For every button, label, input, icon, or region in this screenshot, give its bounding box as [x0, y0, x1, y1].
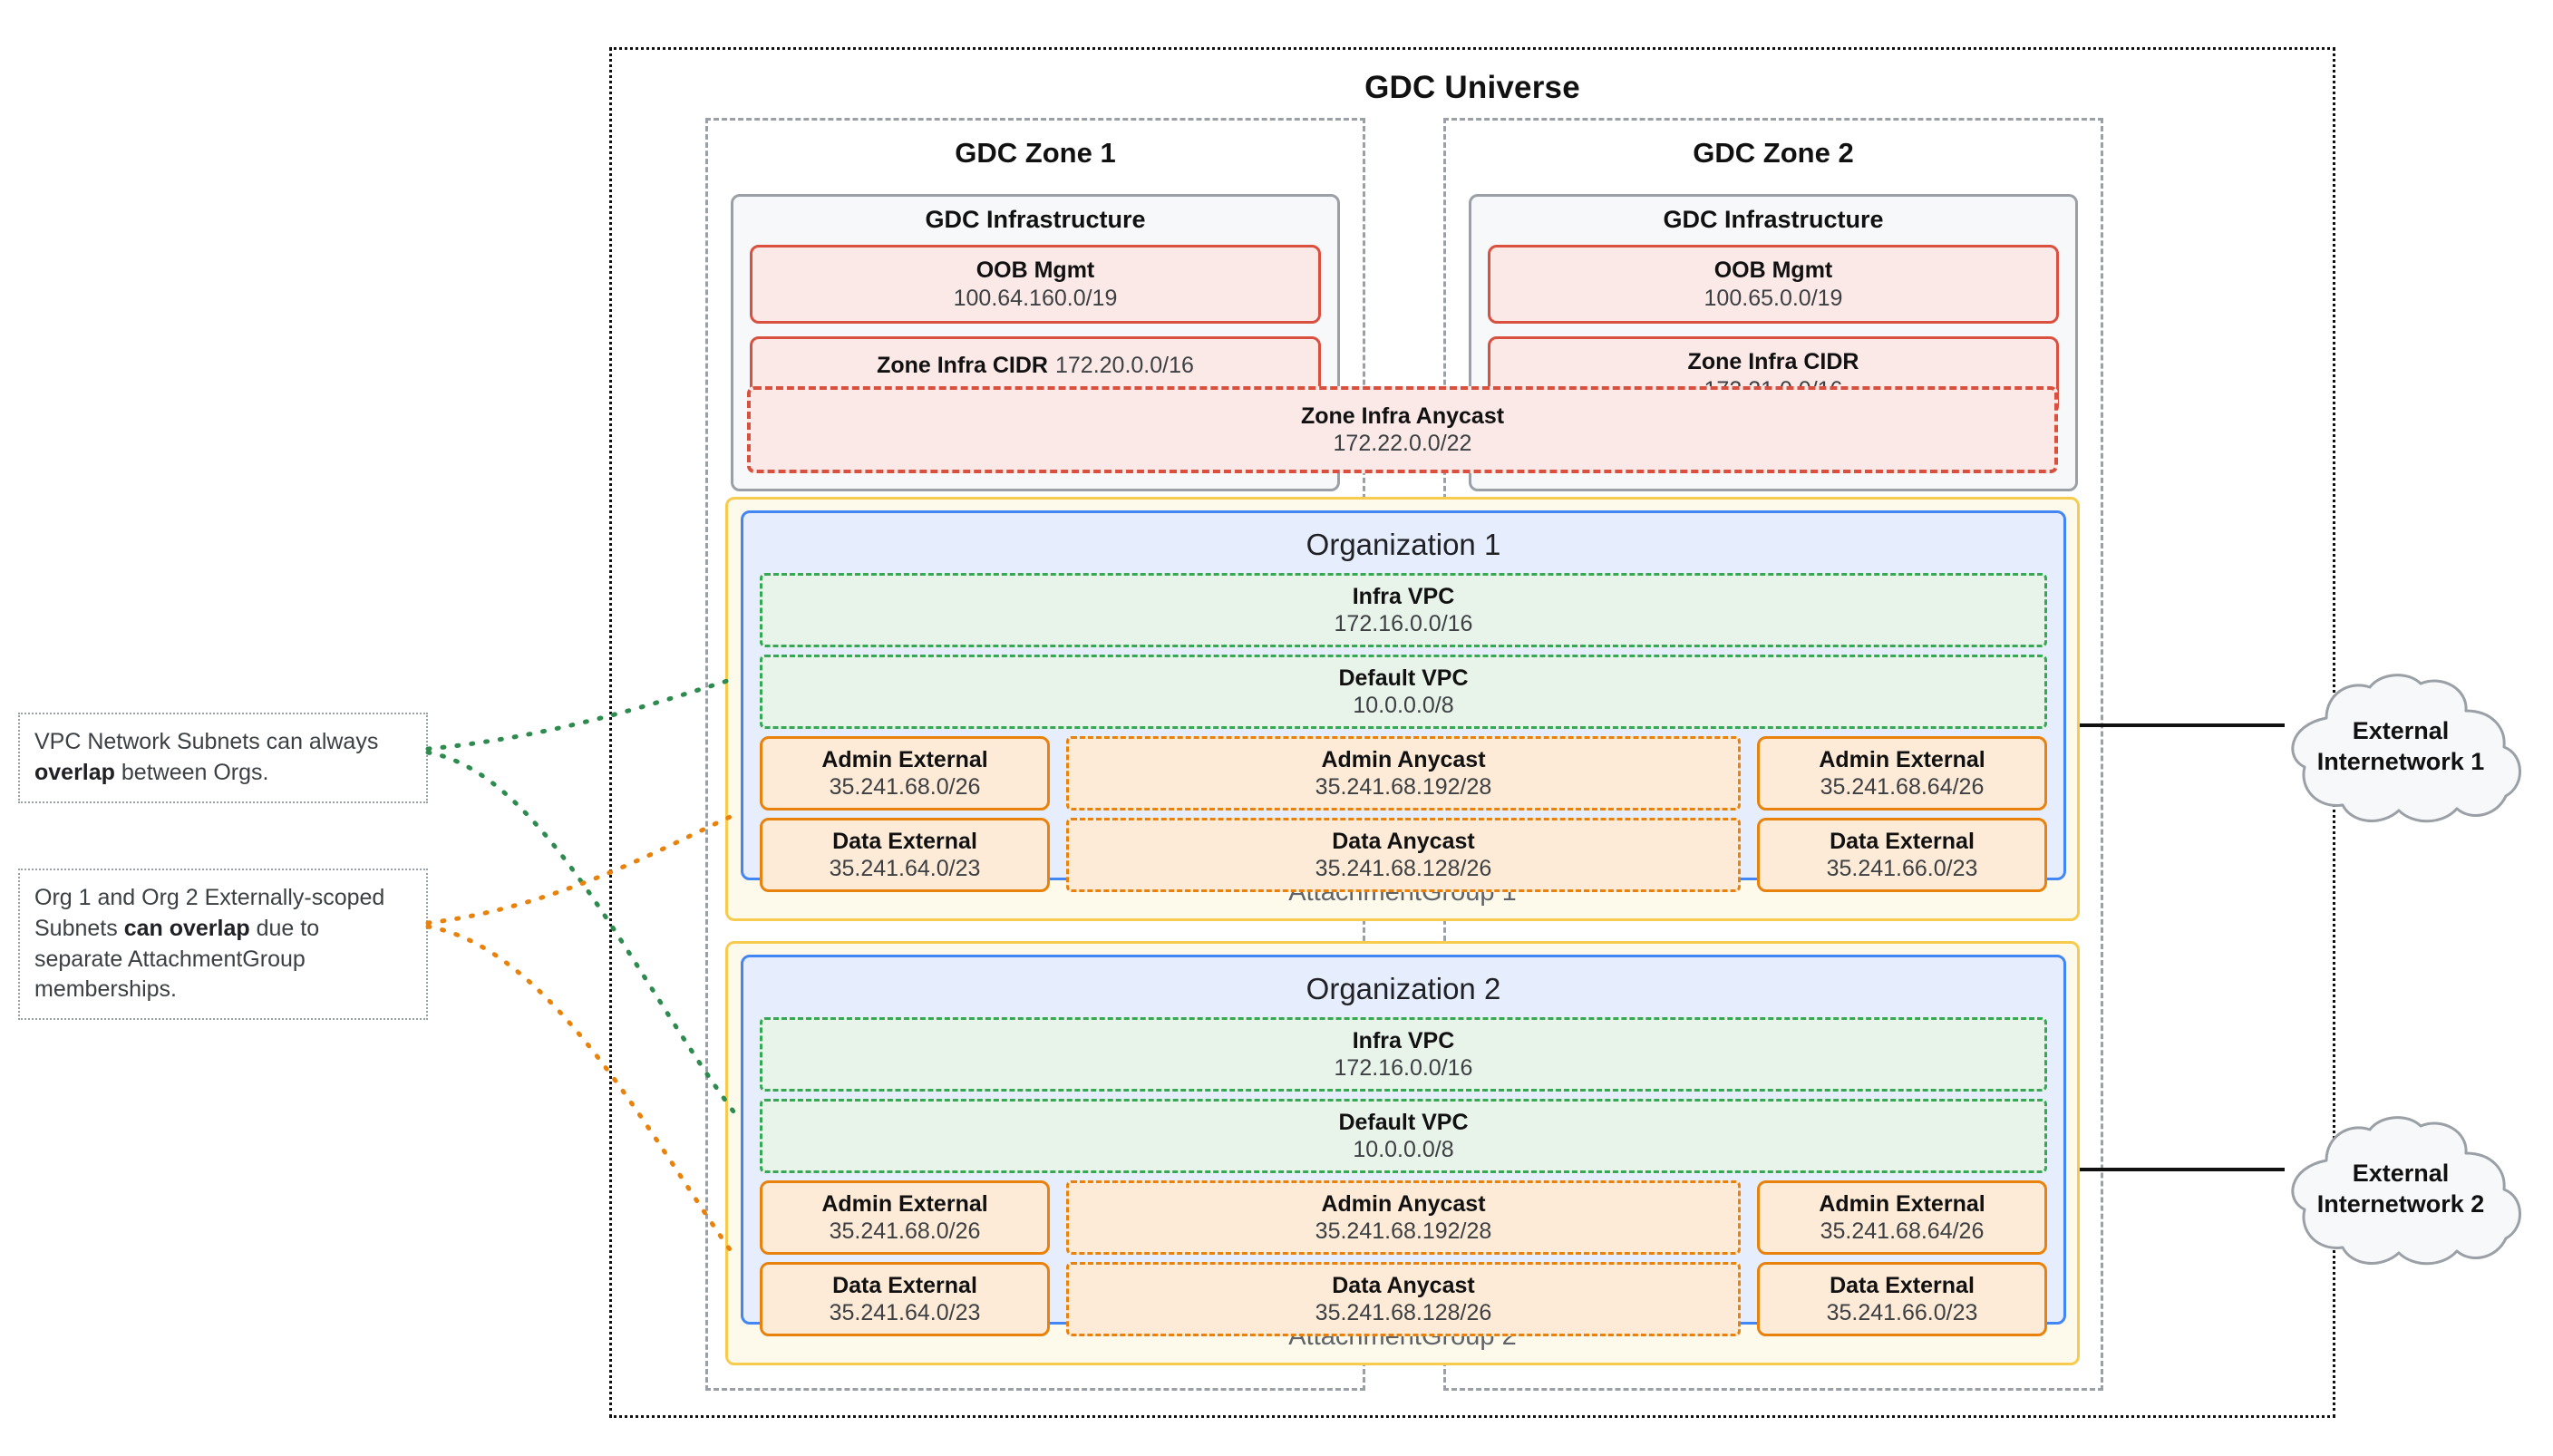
note-1-emphasis: overlap	[34, 759, 115, 785]
note-2-text-after: due to separate AttachmentGroup membersh…	[34, 915, 320, 1003]
gdc-zone-1-title: GDC Zone 1	[955, 137, 1116, 169]
infra-vpc-label-org-2: Infra VPC	[1352, 1028, 1455, 1053]
oob-mgmt-cell-zone-2: OOB Mgmt 100.65.0.0/19	[1488, 245, 2059, 324]
infrastructure-title-zone-2: GDC Infrastructure	[1663, 206, 1884, 233]
admin-external-left-label-org-1: Admin External	[821, 747, 988, 772]
cloud-icon	[2291, 674, 2521, 823]
zone-infra-anycast-cidr: 172.22.0.0/22	[1333, 431, 1472, 456]
oob-mgmt-cell-zone-1: OOB Mgmt 100.64.160.0/19	[750, 245, 1321, 324]
admin-external-left-cidr-org-1: 35.241.68.0/26	[829, 774, 981, 800]
admin-external-left-cidr-org-2: 35.241.68.0/26	[829, 1218, 981, 1244]
organization-2: Organization 2 Infra VPC 172.16.0.0/16 D…	[741, 955, 2066, 1336]
data-anycast-cidr-org-1: 35.241.68.128/26	[1315, 856, 1492, 881]
data-external-right-label-org-2: Data External	[1830, 1273, 1975, 1298]
data-external-left-label-org-1: Data External	[832, 829, 977, 854]
admin-anycast-org-2: Admin Anycast 35.241.68.192/28	[1066, 1180, 1741, 1255]
data-external-right-label-org-1: Data External	[1830, 829, 1975, 854]
data-anycast-label-org-2: Data Anycast	[1332, 1273, 1475, 1298]
data-external-left-org-1: Data External 35.241.64.0/23	[760, 818, 1050, 892]
zone-infra-cidr-label-zone-1: Zone Infra CIDR	[877, 353, 1048, 378]
infrastructure-title-zone-1: GDC Infrastructure	[925, 206, 1146, 233]
attachment-group-2: AttachmentGroup 2 Organization 2 Infra V…	[725, 941, 2080, 1365]
data-anycast-org-2: Data Anycast 35.241.68.128/26	[1066, 1262, 1741, 1336]
admin-anycast-cidr-org-2: 35.241.68.192/28	[1315, 1218, 1492, 1244]
default-vpc-label-org-1: Default VPC	[1338, 665, 1469, 691]
external-internetwork-1: External Internetwork 1	[2265, 671, 2537, 834]
admin-anycast-label-org-2: Admin Anycast	[1321, 1191, 1486, 1217]
attachment-group-1: AttachmentGroup 1 Organization 1 Infra V…	[725, 497, 2080, 921]
data-anycast-label-org-1: Data Anycast	[1332, 829, 1475, 854]
admin-external-right-cidr-org-2: 35.241.68.64/26	[1820, 1218, 1985, 1244]
infra-vpc-org-2: Infra VPC 172.16.0.0/16	[760, 1017, 2047, 1092]
admin-anycast-org-1: Admin Anycast 35.241.68.192/28	[1066, 736, 1741, 811]
gdc-zone-2-title: GDC Zone 2	[1693, 137, 1854, 169]
data-external-left-cidr-org-1: 35.241.64.0/23	[829, 856, 981, 881]
oob-mgmt-cidr-zone-1: 100.64.160.0/19	[953, 285, 1118, 311]
admin-external-right-cidr-org-1: 35.241.68.64/26	[1820, 774, 1985, 800]
organization-1: Organization 1 Infra VPC 172.16.0.0/16 D…	[741, 510, 2066, 892]
data-anycast-org-1: Data Anycast 35.241.68.128/26	[1066, 818, 1741, 892]
infra-vpc-cidr-org-1: 172.16.0.0/16	[1334, 611, 1473, 636]
zone-infra-cidr-value-zone-1: 172.20.0.0/16	[1054, 353, 1194, 378]
data-external-right-cidr-org-1: 35.241.66.0/23	[1826, 856, 1978, 881]
data-external-left-org-2: Data External 35.241.64.0/23	[760, 1262, 1050, 1336]
subnet-grid-org-2: Admin External 35.241.68.0/26 Admin Anyc…	[760, 1180, 2047, 1336]
oob-mgmt-label-zone-1: OOB Mgmt	[976, 257, 1095, 283]
admin-external-left-label-org-2: Admin External	[821, 1191, 988, 1217]
infra-vpc-cidr-org-2: 172.16.0.0/16	[1334, 1055, 1473, 1081]
subnet-grid-org-1: Admin External 35.241.68.0/26 Admin Anyc…	[760, 736, 2047, 892]
zone-infra-cidr-label-zone-2: Zone Infra CIDR	[1687, 349, 1859, 374]
data-anycast-cidr-org-2: 35.241.68.128/26	[1315, 1300, 1492, 1325]
admin-external-right-org-2: Admin External 35.241.68.64/26	[1757, 1180, 2047, 1255]
zone-infra-anycast-label: Zone Infra Anycast	[1300, 403, 1505, 429]
note-2-text-before: Org 1 and Org 2 Externally-scoped Subnet…	[34, 885, 385, 941]
data-external-right-org-1: Data External 35.241.66.0/23	[1757, 818, 2047, 892]
data-external-left-cidr-org-2: 35.241.64.0/23	[829, 1300, 981, 1325]
infra-vpc-org-1: Infra VPC 172.16.0.0/16	[760, 573, 2047, 647]
organization-1-title: Organization 1	[1306, 528, 1501, 561]
note-1-text-before: VPC Network Subnets can always	[34, 729, 379, 754]
data-external-right-cidr-org-2: 35.241.66.0/23	[1826, 1300, 1978, 1325]
note-external-subnet-overlap: Org 1 and Org 2 Externally-scoped Subnet…	[18, 869, 428, 1020]
default-vpc-label-org-2: Default VPC	[1338, 1110, 1469, 1135]
admin-external-left-org-1: Admin External 35.241.68.0/26	[760, 736, 1050, 811]
note-2-emphasis: can overlap	[123, 915, 250, 941]
admin-external-right-label-org-2: Admin External	[1819, 1191, 1985, 1217]
note-vpc-overlap: VPC Network Subnets can always overlap b…	[18, 713, 428, 803]
note-1-text-after: between Orgs.	[114, 759, 269, 785]
admin-anycast-cidr-org-1: 35.241.68.192/28	[1315, 774, 1492, 800]
default-vpc-org-1: Default VPC 10.0.0.0/8	[760, 655, 2047, 729]
admin-external-left-org-2: Admin External 35.241.68.0/26	[760, 1180, 1050, 1255]
admin-external-right-org-1: Admin External 35.241.68.64/26	[1757, 736, 2047, 811]
cloud-icon	[2291, 1116, 2521, 1266]
infra-vpc-label-org-1: Infra VPC	[1352, 584, 1455, 609]
oob-mgmt-label-zone-2: OOB Mgmt	[1713, 257, 1833, 283]
default-vpc-org-2: Default VPC 10.0.0.0/8	[760, 1099, 2047, 1173]
organization-2-title: Organization 2	[1306, 972, 1501, 1005]
oob-mgmt-cidr-zone-2: 100.65.0.0/19	[1704, 285, 1843, 311]
default-vpc-cidr-org-2: 10.0.0.0/8	[1353, 1137, 1454, 1162]
admin-anycast-label-org-1: Admin Anycast	[1321, 747, 1486, 772]
zone-infra-anycast-band: Zone Infra Anycast 172.22.0.0/22	[747, 386, 2058, 473]
admin-external-right-label-org-1: Admin External	[1819, 747, 1985, 772]
external-internetwork-2: External Internetwork 2	[2265, 1113, 2537, 1276]
data-external-right-org-2: Data External 35.241.66.0/23	[1757, 1262, 2047, 1336]
default-vpc-cidr-org-1: 10.0.0.0/8	[1353, 693, 1454, 718]
gdc-universe-title: GDC Universe	[1364, 70, 1580, 105]
data-external-left-label-org-2: Data External	[832, 1273, 977, 1298]
